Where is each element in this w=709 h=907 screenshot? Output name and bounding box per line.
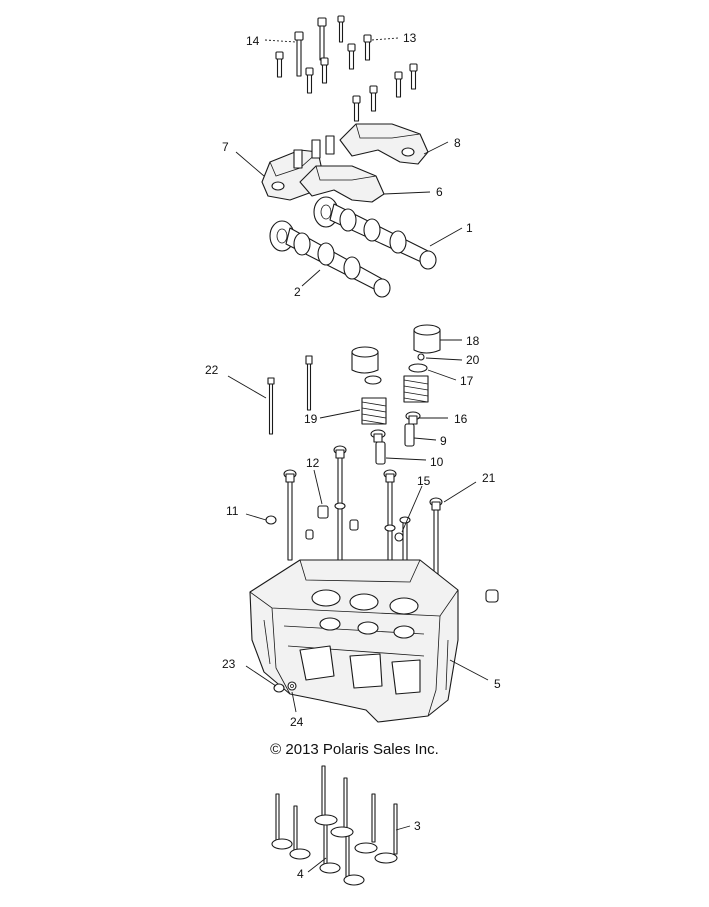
callout-17: 17 [460,374,474,388]
valve-spring [403,375,429,403]
callout-6: 6 [436,185,443,199]
valves-exhaust-3 [314,765,398,864]
callout-20: 20 [466,353,480,367]
copyright-notice: © 2013 Polaris Sales Inc. [270,741,439,758]
callout-21: 21 [482,471,496,485]
callout-7: 7 [222,140,229,154]
callout-4: 4 [297,867,304,881]
dowel-pin [305,529,314,540]
dowel-pin-12 [317,505,329,519]
head-stud [305,355,313,411]
valve-retainer [364,375,382,385]
callout-10: 10 [430,455,444,469]
head-stud-22 [267,377,275,435]
camshaft-intake-2 [269,220,391,298]
camshaft-exhaust-1 [313,196,437,270]
valves-intake-4 [271,793,365,886]
callout-11: 11 [226,504,239,518]
callout-24: 24 [290,715,304,729]
callout-labels: 14 13 7 8 6 1 2 18 20 17 22 19 16 9 10 1… [205,31,501,881]
cam-cap-center-6 [299,165,385,203]
callout-23: 23 [222,657,236,671]
callout-3: 3 [414,819,421,833]
valve-bucket [351,346,379,374]
callout-9: 9 [440,434,447,448]
cylinder-head-5 [249,559,459,723]
cam-cap-bolts [275,15,418,122]
plug-15 [394,532,404,542]
callout-13: 13 [403,31,417,45]
callout-14: 14 [246,34,260,48]
screw-23 [273,683,285,693]
valve-guide-9 [404,423,415,447]
callout-5: 5 [494,677,501,691]
callout-19: 19 [304,412,318,426]
valve-spring-19 [361,397,387,425]
dowel-pin [349,519,359,531]
callout-15: 15 [417,474,431,488]
head-bolt [283,469,297,561]
valve-retainer-17 [408,363,428,373]
callout-12: 12 [306,456,320,470]
callout-1: 1 [466,221,473,235]
valve-bucket-18 [413,324,441,354]
cam-cap-exhaust-8 [339,123,429,165]
callout-2: 2 [294,285,301,299]
callout-16: 16 [454,412,468,426]
valve-seal-16 [405,411,421,425]
washer-24 [287,681,297,691]
plug-11 [265,515,277,525]
valve-keeper-20 [417,353,425,361]
callout-8: 8 [454,136,461,150]
valve-guide-10 [375,441,386,465]
callout-22: 22 [205,363,219,377]
callout-18: 18 [466,334,480,348]
leader-lines [227,37,489,873]
valve-seal [370,429,386,443]
dowel-pin [485,589,499,603]
